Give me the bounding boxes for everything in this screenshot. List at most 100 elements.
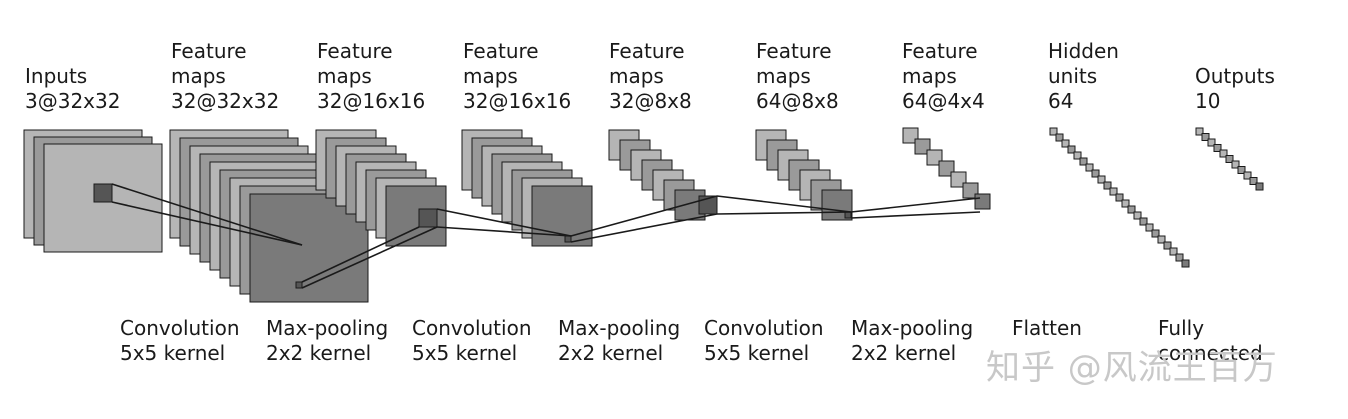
kernel-square xyxy=(93,183,113,203)
connection-line xyxy=(570,213,718,243)
feature-map xyxy=(1121,199,1130,208)
feature-map xyxy=(1073,151,1082,160)
layer-title: Feature maps xyxy=(609,39,685,88)
feature-map xyxy=(1237,166,1246,174)
layer-label-conv2-maps: Feature maps 32@16x16 xyxy=(463,39,573,114)
connection-line xyxy=(570,195,718,237)
feature-map xyxy=(914,138,931,155)
feature-map xyxy=(1175,253,1184,262)
feature-map xyxy=(974,193,991,210)
feature-map xyxy=(1061,139,1070,148)
layer-shape: 3@32x32 xyxy=(25,89,121,113)
feature-map xyxy=(531,185,593,247)
op-label-conv2: Convolution 5x5 kernel xyxy=(412,316,532,366)
connection-line xyxy=(301,226,420,283)
conv3-stack xyxy=(755,129,853,221)
layer-label-pool1-maps: Feature maps 32@16x16 xyxy=(317,39,427,114)
feature-map xyxy=(902,127,919,144)
connection-line xyxy=(436,226,572,237)
layer-title: Outputs xyxy=(1195,64,1275,88)
connection-line xyxy=(850,211,981,219)
feature-map xyxy=(1127,205,1136,214)
op-detail: 2x2 kernel xyxy=(266,341,372,365)
feature-map xyxy=(1115,193,1124,202)
watermark: 知乎 @风流王百万 xyxy=(986,348,1278,388)
op-name: Fully xyxy=(1158,316,1205,340)
feature-map xyxy=(1049,127,1058,136)
kernel-markers xyxy=(93,183,852,289)
feature-map xyxy=(1207,138,1216,147)
op-name: Max-pooling xyxy=(851,316,974,340)
kernel-square xyxy=(295,281,303,289)
kernel-square xyxy=(844,211,852,219)
feature-map xyxy=(1231,160,1240,169)
op-detail: 5x5 kernel xyxy=(120,341,226,365)
feature-map xyxy=(1249,177,1258,185)
layer-label-pool2-maps: Feature maps 32@8x8 xyxy=(609,39,719,114)
feature-map xyxy=(1139,217,1148,226)
layer-shape: 32@16x16 xyxy=(463,89,572,113)
connection-line xyxy=(716,211,852,215)
op-name: Convolution xyxy=(704,316,824,340)
op-label-fully-connected: Fully connected xyxy=(1158,316,1263,366)
feature-map xyxy=(1169,247,1178,256)
connection-line xyxy=(111,183,303,246)
feature-map xyxy=(938,160,955,177)
feature-map xyxy=(1097,175,1106,184)
feature-map xyxy=(962,182,979,199)
layer-shape: 32@32x32 xyxy=(171,89,280,113)
layer-title: Feature maps xyxy=(463,39,539,88)
conv2-stack xyxy=(461,129,593,247)
feature-map xyxy=(1103,181,1112,190)
op-label-flatten: Flatten xyxy=(1012,316,1082,341)
layer-label-inputs: Inputs 3@32x32 xyxy=(25,64,120,114)
layer-shape: 64@8x8 xyxy=(756,89,839,113)
connection-line xyxy=(436,208,572,237)
kernel-square xyxy=(418,208,438,228)
feature-map xyxy=(926,149,943,166)
op-label-conv3: Convolution 5x5 kernel xyxy=(704,316,824,366)
connection-line xyxy=(111,201,303,246)
outputs-chain xyxy=(1195,127,1264,191)
connection-line xyxy=(850,197,981,213)
feature-map xyxy=(1195,127,1204,136)
op-name: Convolution xyxy=(412,316,532,340)
layer-shape: 10 xyxy=(1195,89,1221,113)
op-label-pool1: Max-pooling 2x2 kernel xyxy=(266,316,388,366)
op-detail: connected xyxy=(1158,341,1263,365)
feature-map xyxy=(1091,169,1100,178)
op-name: Max-pooling xyxy=(266,316,389,340)
connection-line xyxy=(301,226,438,289)
pool2-stack xyxy=(608,129,706,221)
layer-title: Hidden units xyxy=(1048,39,1119,88)
feature-map xyxy=(1157,235,1166,244)
op-name: Convolution xyxy=(120,316,240,340)
op-detail: 2x2 kernel xyxy=(558,341,664,365)
connection-lines xyxy=(111,183,981,289)
feature-map xyxy=(1085,163,1094,172)
feature-map xyxy=(1151,229,1160,238)
layer-shape: 64 xyxy=(1048,89,1074,113)
feature-map xyxy=(1181,259,1190,268)
feature-map xyxy=(1243,171,1252,180)
op-label-conv1: Convolution 5x5 kernel xyxy=(120,316,240,366)
feature-map xyxy=(1067,145,1076,154)
hidden-units-chain xyxy=(1049,127,1190,268)
op-label-pool2: Max-pooling 2x2 kernel xyxy=(558,316,680,366)
feature-map xyxy=(1133,211,1142,220)
op-detail: 2x2 kernel xyxy=(851,341,957,365)
feature-map xyxy=(1213,144,1222,152)
op-detail: 5x5 kernel xyxy=(412,341,518,365)
layer-label-hidden-units: Hidden units 64 xyxy=(1048,39,1138,114)
op-label-pool3: Max-pooling 2x2 kernel xyxy=(851,316,973,366)
kernel-square xyxy=(564,235,572,243)
layer-title: Feature maps xyxy=(171,39,247,88)
layer-title: Feature maps xyxy=(317,39,393,88)
feature-map xyxy=(1055,133,1064,142)
feature-map xyxy=(1109,187,1118,196)
connection-line xyxy=(716,195,852,213)
op-name: Max-pooling xyxy=(558,316,681,340)
layer-shape: 32@8x8 xyxy=(609,89,692,113)
layer-label-conv1-maps: Feature maps 32@32x32 xyxy=(171,39,281,114)
